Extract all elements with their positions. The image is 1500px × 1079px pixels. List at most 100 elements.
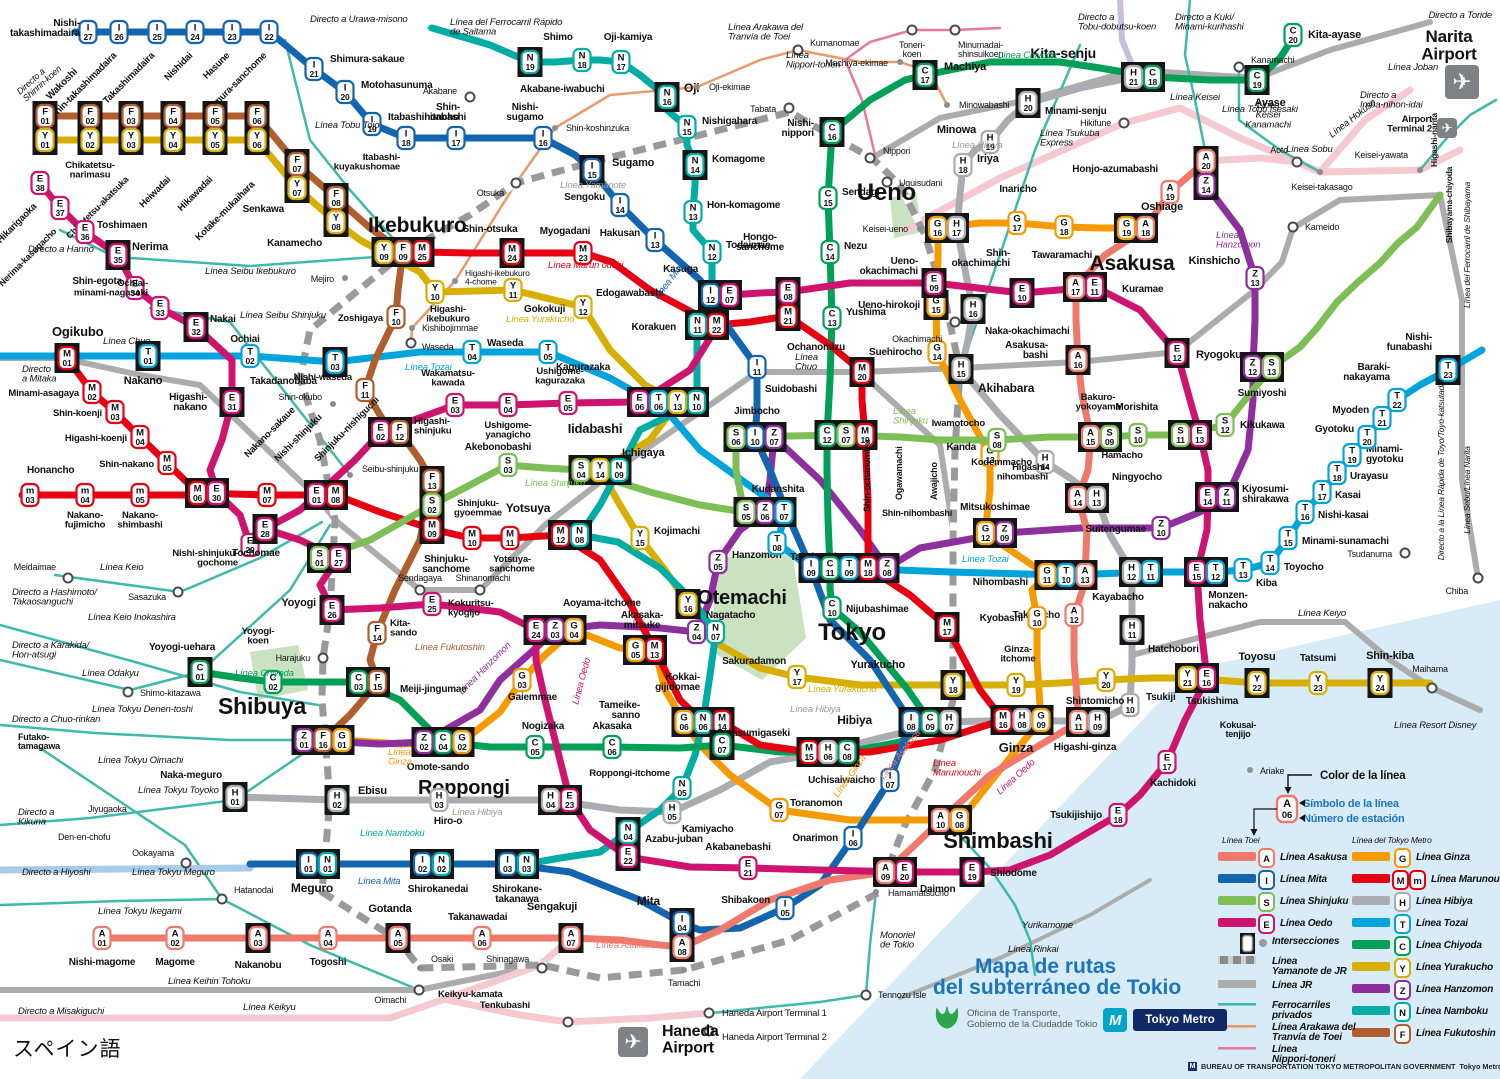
bureau-icon: M bbox=[1188, 1062, 1197, 1071]
label-l-nea-tobu-tojo: Línea Tobu Tojo bbox=[315, 120, 380, 131]
svg-text:13: 13 bbox=[650, 240, 660, 250]
svg-text:Línea Fukutoshin: Línea Fukutoshin bbox=[415, 642, 485, 653]
svg-text:Motohasunuma: Motohasunuma bbox=[361, 80, 433, 91]
svg-text:Kayabacho: Kayabacho bbox=[1092, 592, 1144, 603]
svg-text:N: N bbox=[616, 461, 623, 472]
svg-text:07: 07 bbox=[711, 632, 721, 642]
svg-text:G: G bbox=[1060, 218, 1067, 229]
station-waseda: Waseda bbox=[405, 337, 454, 352]
svg-text:Kasumigaseki: Kasumigaseki bbox=[725, 728, 790, 739]
svg-text:Hamacho: Hamacho bbox=[1101, 450, 1143, 461]
svg-text:06: 06 bbox=[252, 140, 262, 150]
svg-text:Higashi-shinjuku: Higashi-shinjuku bbox=[414, 416, 452, 437]
svg-text:12: 12 bbox=[707, 252, 717, 262]
station-chiba: Chiba bbox=[1445, 572, 1484, 596]
svg-text:Suidobashi: Suidobashi bbox=[765, 384, 817, 395]
svg-text:Monzen-nakacho: Monzen-nakacho bbox=[1208, 590, 1247, 611]
svg-text:Tsukishima: Tsukishima bbox=[1186, 696, 1239, 707]
svg-text:Mejiro: Mejiro bbox=[311, 274, 334, 284]
svg-text:Higashi-nakano: Higashi-nakano bbox=[169, 392, 207, 413]
svg-text:17: 17 bbox=[1012, 223, 1022, 233]
svg-text:Y: Y bbox=[685, 595, 692, 606]
svg-text:07: 07 bbox=[841, 435, 851, 445]
svg-text:16: 16 bbox=[968, 309, 978, 319]
svg-text:C: C bbox=[829, 599, 836, 610]
station-haneda-airport-terminal-2: Haneda Airport Terminal 2 bbox=[703, 1025, 827, 1043]
svg-text:Sendagaya: Sendagaya bbox=[398, 573, 442, 583]
svg-text:01: 01 bbox=[337, 740, 347, 750]
svg-text:Kita-ayase: Kita-ayase bbox=[1308, 29, 1361, 41]
svg-text:14: 14 bbox=[932, 352, 942, 362]
svg-text:Harajuku: Harajuku bbox=[276, 653, 311, 663]
svg-text:21: 21 bbox=[783, 316, 793, 326]
svg-text:Y: Y bbox=[674, 393, 681, 404]
label-directo-a-karakida: Directo a Karakida/Hon-atsugi bbox=[12, 640, 91, 661]
label-l-nea-del-ferrocarril-de-shibayama: Línea del Ferrocarril de Shibayama bbox=[1462, 182, 1472, 308]
map-title-line2: del subterráneo de Tokio bbox=[933, 976, 1182, 999]
svg-text:Shimo-kitazawa: Shimo-kitazawa bbox=[140, 688, 201, 698]
svg-text:Minami-sunamachi: Minami-sunamachi bbox=[1302, 536, 1389, 547]
line-rinkai bbox=[898, 878, 1152, 1000]
svg-text:Línea Tokyu Toyoko: Línea Tokyu Toyoko bbox=[138, 785, 219, 796]
svg-text:Y: Y bbox=[597, 461, 604, 472]
svg-text:Z: Z bbox=[771, 428, 777, 439]
svg-text:Nakanobu: Nakanobu bbox=[235, 960, 282, 971]
svg-text:A: A bbox=[1072, 278, 1079, 289]
svg-text:34: 34 bbox=[130, 288, 140, 298]
svg-text:23: 23 bbox=[227, 32, 237, 42]
svg-text:Línea Chiyoda: Línea Chiyoda bbox=[998, 50, 1057, 61]
line-shinjuku bbox=[315, 191, 1444, 562]
line-jr-keiyo bbox=[1129, 619, 1483, 713]
svg-text:07: 07 bbox=[774, 810, 784, 820]
svg-text:Suehirocho: Suehirocho bbox=[869, 347, 922, 358]
svg-text:18: 18 bbox=[577, 60, 587, 70]
svg-text:14: 14 bbox=[1203, 497, 1213, 507]
station-takaracho: A12Takaracho bbox=[1013, 602, 1084, 628]
svg-text:13: 13 bbox=[688, 212, 698, 222]
label-ogawamachi: Ogawamachi bbox=[894, 446, 904, 500]
svg-text:m: m bbox=[1413, 876, 1421, 887]
label-directo-a-la-l-nea-r-pida-de-toyo-toyo-katsutadai: Directo a la Línea Rápida de Toyo/Toyo-k… bbox=[1436, 378, 1446, 560]
station-tennozu-isle: Tennozu Isle bbox=[860, 989, 927, 1001]
station-oji-ekimae: Oji-ekimae bbox=[694, 82, 750, 92]
tokyo-metro-wordmark: Tokyo Metro bbox=[1133, 1009, 1227, 1032]
svg-text:12: 12 bbox=[1172, 353, 1182, 363]
svg-text:02: 02 bbox=[437, 864, 447, 874]
svg-text:Ginza-itchome: Ginza-itchome bbox=[1000, 644, 1035, 665]
svg-text:G: G bbox=[570, 621, 577, 632]
svg-text:H: H bbox=[987, 133, 994, 144]
svg-text:11: 11 bbox=[1128, 630, 1137, 640]
svg-text:E: E bbox=[785, 283, 791, 294]
svg-text:10: 10 bbox=[391, 317, 401, 327]
svg-text:G: G bbox=[1399, 854, 1406, 865]
svg-text:E: E bbox=[726, 286, 732, 297]
svg-text:F: F bbox=[362, 381, 368, 392]
svg-text:04: 04 bbox=[576, 470, 586, 480]
svg-text:06: 06 bbox=[654, 402, 664, 412]
svg-text:Línea Joban: Línea Joban bbox=[1388, 62, 1438, 73]
station-ookayama: Ookayama bbox=[132, 848, 192, 869]
svg-text:M: M bbox=[418, 243, 426, 254]
svg-text:11: 11 bbox=[826, 568, 835, 578]
svg-text:08: 08 bbox=[783, 292, 793, 302]
svg-text:07: 07 bbox=[717, 745, 727, 755]
station-shinagawa: Shinagawa bbox=[486, 954, 548, 974]
svg-text:G: G bbox=[1043, 566, 1050, 577]
svg-text:Tawaramachi: Tawaramachi bbox=[1032, 250, 1093, 261]
